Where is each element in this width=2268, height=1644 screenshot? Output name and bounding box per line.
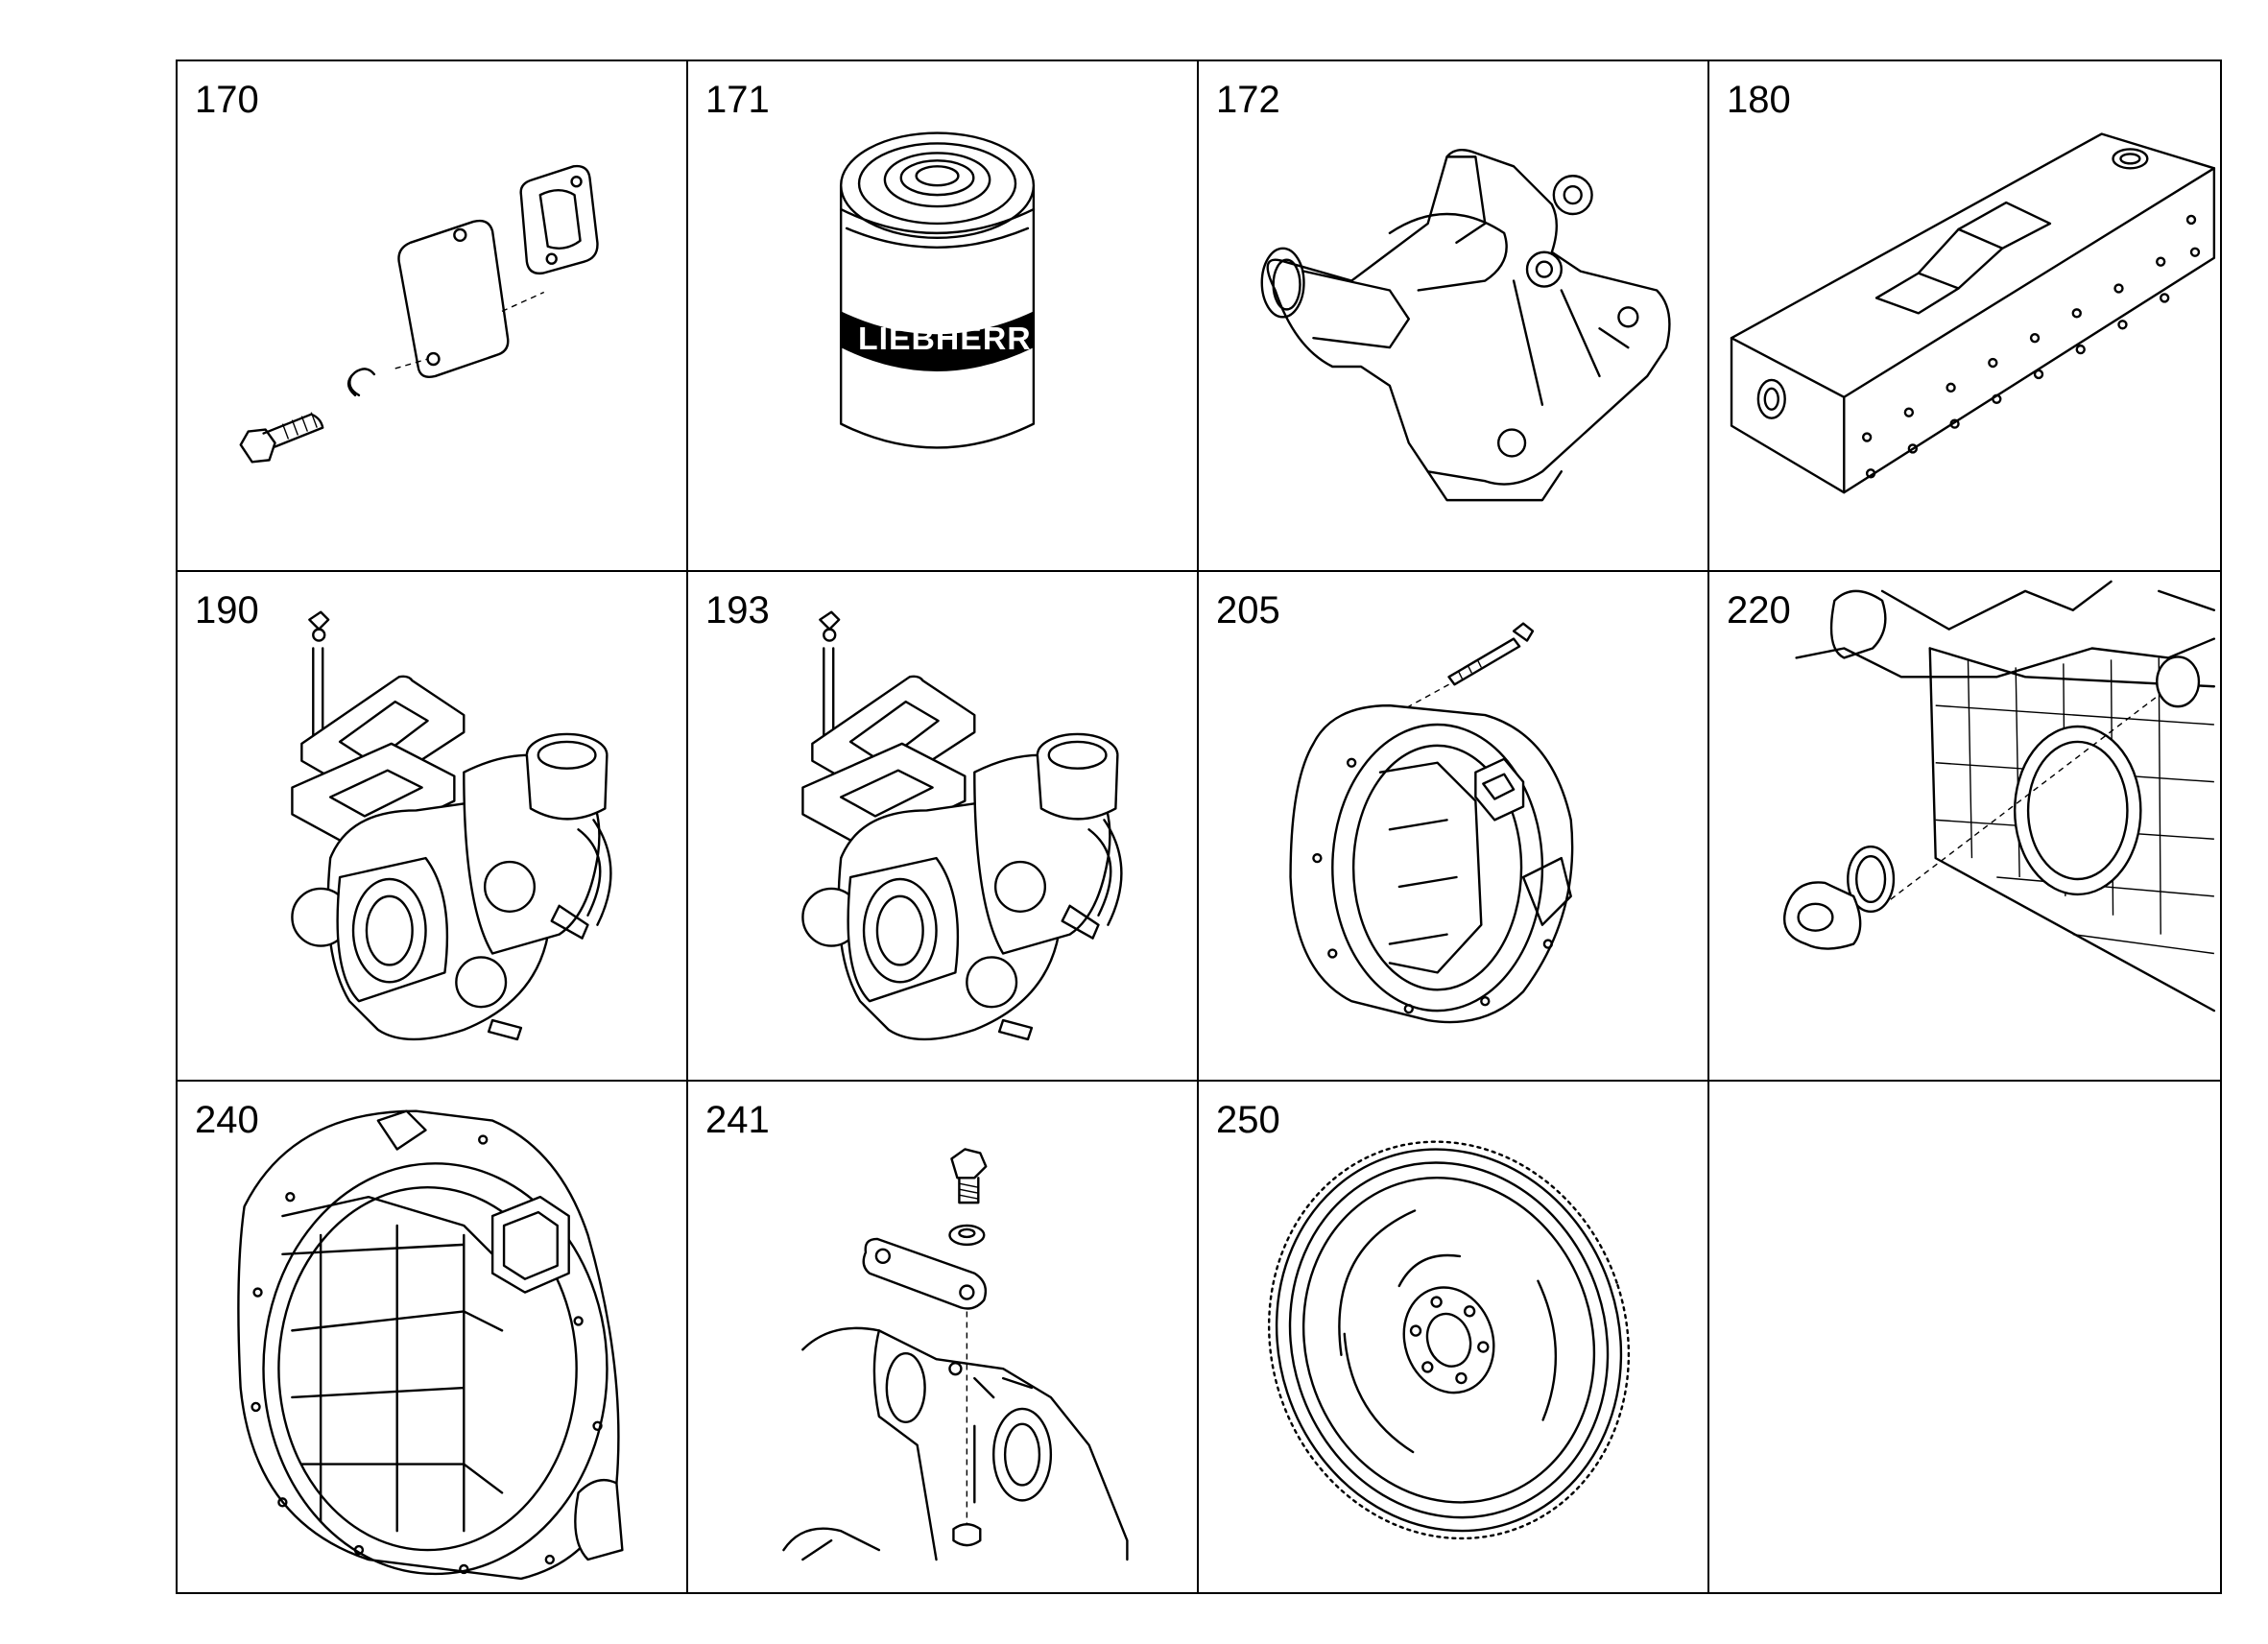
part-number: 190 — [195, 588, 259, 631]
oil-filter-icon: LIEBHERR — [688, 61, 1197, 570]
bolt-holes — [1403, 1287, 1496, 1394]
part-cell-180[interactable]: 180 — [1709, 61, 2220, 572]
flywheel-housing-icon — [178, 1082, 686, 1592]
part-number: 220 — [1727, 588, 1791, 631]
part-number: 241 — [705, 1099, 770, 1142]
part-cell-171[interactable]: 171 LIEBHERR — [688, 61, 1199, 572]
crankshaft-seal-icon — [1709, 572, 2220, 1081]
part-number: 172 — [1216, 79, 1280, 121]
part-number: 193 — [705, 588, 770, 631]
part-cell-193[interactable]: 193 — [688, 571, 1199, 1083]
part-cell-241[interactable]: 241 — [688, 1082, 1199, 1592]
filter-logo-text: LIEBHERR — [858, 321, 1032, 357]
part-number: 205 — [1216, 588, 1280, 631]
part-cell-190[interactable]: 190 — [178, 571, 688, 1083]
parts-grid: 170 171 — [176, 60, 2222, 1594]
part-number: 171 — [705, 79, 770, 121]
part-cell-170[interactable]: 170 — [178, 61, 688, 572]
heat-exchanger-block-icon — [1709, 61, 2220, 570]
flywheel-ring-gear-icon — [1199, 1082, 1707, 1592]
bolt-holes — [252, 1136, 602, 1573]
bracket-plate-icon — [688, 1082, 1197, 1592]
bolt-holes — [1863, 216, 2199, 477]
turbocharger-icon — [688, 572, 1197, 1081]
part-number: 170 — [195, 79, 259, 121]
gasket-cover-plate-icon — [178, 61, 686, 570]
bolt-holes — [1313, 758, 1551, 1012]
part-cell-240[interactable]: 240 — [178, 1082, 688, 1592]
turbocharger-icon — [178, 572, 686, 1081]
part-cell-220[interactable]: 220 — [1709, 572, 2220, 1083]
part-number: 250 — [1216, 1099, 1280, 1142]
part-number: 240 — [195, 1099, 259, 1142]
flywheel-housing-icon — [1199, 572, 1707, 1081]
empty-cell — [1709, 1082, 2220, 1592]
housing-flange-icon — [1199, 61, 1707, 570]
part-cell-250[interactable]: 250 — [1199, 1082, 1709, 1592]
part-cell-172[interactable]: 172 — [1199, 61, 1709, 572]
part-number: 180 — [1727, 79, 1791, 121]
part-cell-205[interactable]: 205 — [1199, 571, 1709, 1083]
